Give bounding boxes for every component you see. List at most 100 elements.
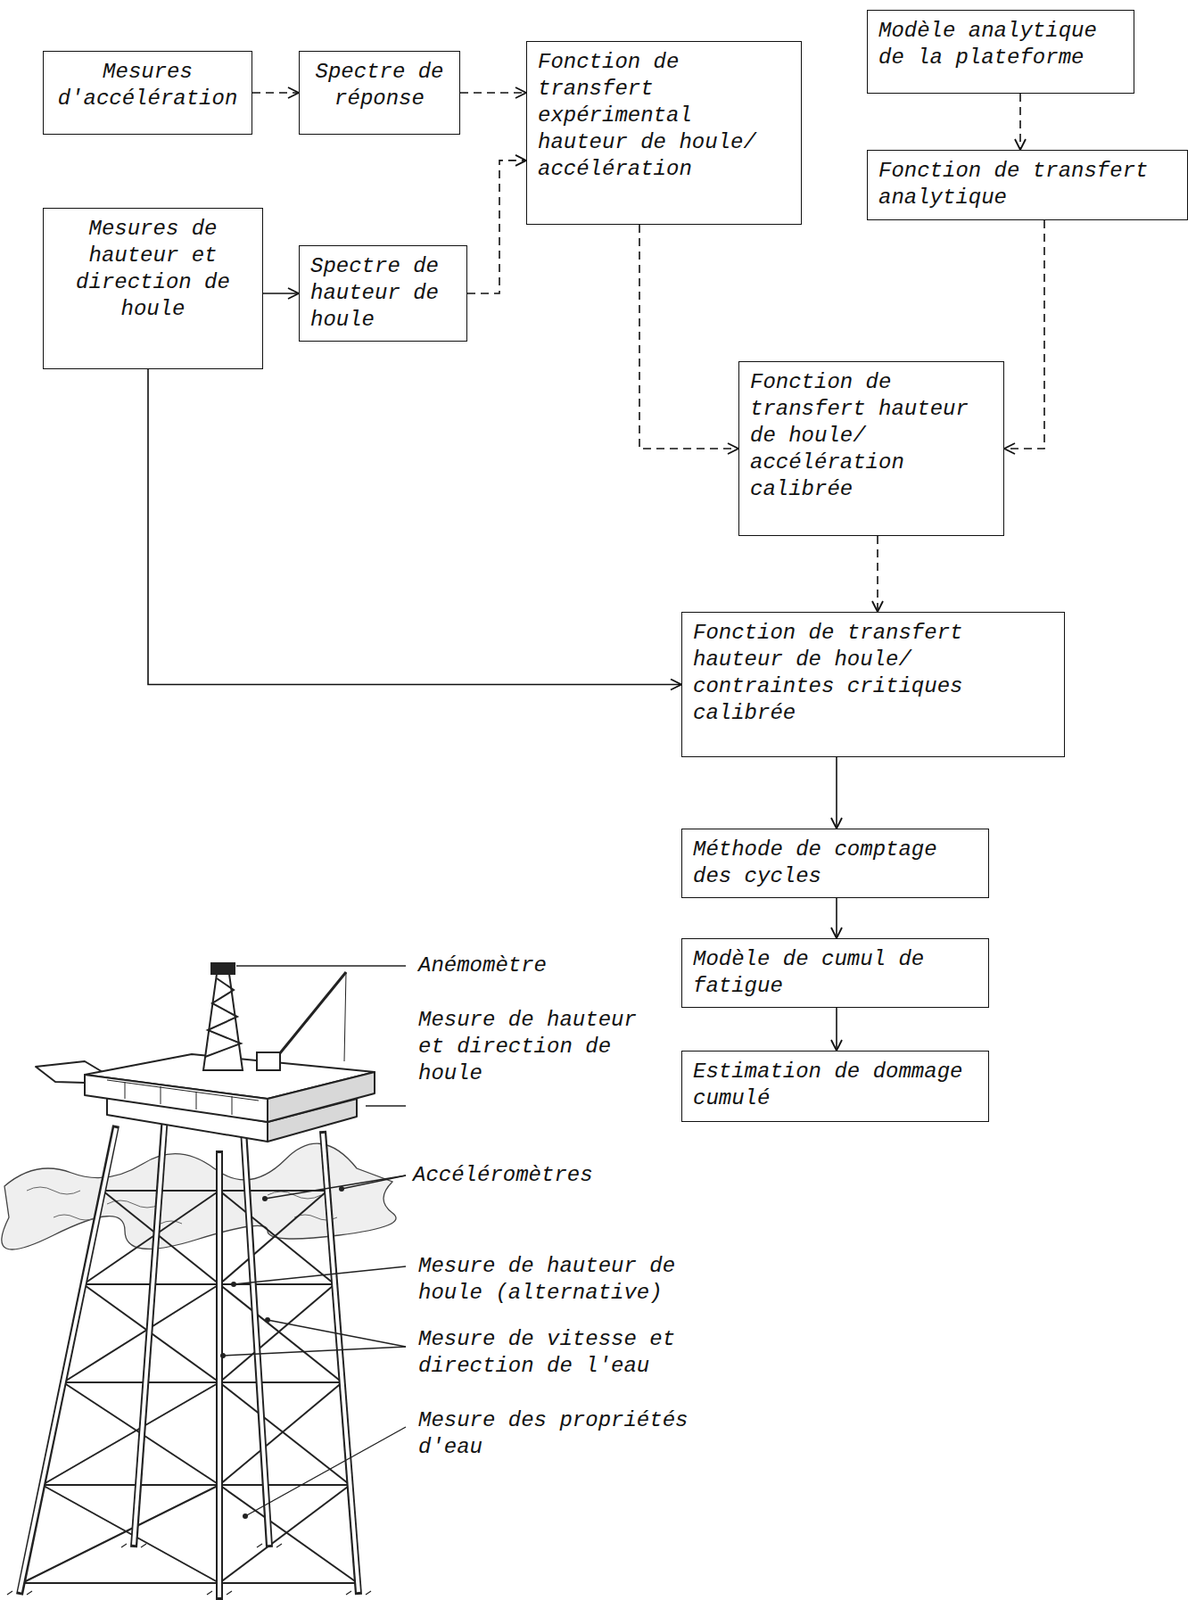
flow-arrow: [639, 224, 739, 449]
flow-arrow: [148, 369, 682, 685]
process-box: Méthode de comptage des cycles: [681, 828, 990, 899]
jacket-structure-part: [22, 1582, 220, 1584]
box-text: Mesures d'accélération: [54, 58, 241, 113]
box-text: Spectre de hauteur de houle: [310, 253, 456, 334]
leader-lines-part: [264, 1175, 406, 1199]
callout-label: Mesure de hauteur et direction de houle: [418, 1006, 652, 1088]
process-box: Spectre de hauteur de houle: [298, 245, 468, 342]
jacket-structure-part: [133, 1114, 165, 1548]
jacket-structure-part: [242, 1117, 270, 1545]
box-text: Mesures de hauteur et direction de houle: [54, 215, 252, 323]
sea-surface-part: [26, 1187, 338, 1224]
box-text: Fonction de transfert hauteur de houle/ …: [750, 369, 993, 504]
leader-lines-part: [222, 1346, 406, 1356]
deck-part: [84, 1074, 268, 1122]
process-box: Fonction de transfert hauteur de houle/ …: [681, 611, 1065, 758]
deck-part: [267, 1072, 375, 1122]
callout-label: Mesure de vitesse et direction de l'eau: [418, 1326, 695, 1380]
jacket-structure-part: [19, 1128, 116, 1592]
jacket-structure-part: [322, 1133, 359, 1592]
flow-arrow: [460, 91, 527, 94]
jacket-structure-part: [19, 1125, 116, 1595]
jacket-structure-part: [41, 1484, 220, 1584]
jacket-structure-part: [63, 1381, 220, 1384]
jacket-structure: [7, 1114, 372, 1600]
leader-lines-part: [233, 1266, 406, 1285]
jacket-structure-part: [215, 1150, 223, 1600]
leader-lines-part: [236, 964, 406, 966]
sensor-dots-part: [338, 1186, 345, 1192]
leader-lines-part: [365, 1105, 406, 1106]
callout-label: Accéléromètres: [412, 1162, 627, 1189]
flow-arrow: [263, 292, 299, 295]
process-box: Fonction de transfert expérimental haute…: [526, 41, 802, 225]
jacket-structure-part: [219, 1484, 351, 1486]
sensor-dots: [220, 1186, 345, 1519]
jacket-structure-part: [219, 1382, 343, 1485]
jacket-structure-part: [256, 1543, 282, 1548]
jacket-structure-part: [242, 1114, 270, 1548]
process-box: Estimation de dommage cumulé: [681, 1050, 990, 1122]
jacket-structure-part: [206, 1591, 232, 1595]
crane-part: [256, 1052, 281, 1071]
derrick-part: [211, 963, 235, 974]
callout-label: Anémomètre: [418, 952, 597, 980]
jacket-structure-part: [219, 1382, 351, 1485]
jacket-structure-part: [219, 1484, 358, 1584]
crane-part: [344, 972, 347, 1062]
derrick-part: [205, 978, 241, 1057]
box-text: Modèle analytique de la plateforme: [878, 17, 1123, 72]
jacket-structure-part: [219, 1484, 351, 1584]
jacket-structure-part: [219, 1582, 358, 1584]
box-text: Fonction de transfert analytique: [878, 157, 1177, 212]
crane: [256, 972, 347, 1071]
box-text: Fonction de transfert hauteur de houle/ …: [692, 619, 1054, 727]
jacket-structure-part: [7, 1591, 33, 1595]
jacket-structure-part: [217, 1153, 222, 1598]
leader-lines: [222, 965, 406, 1517]
jacket-structure-part: [219, 1284, 335, 1383]
flow-arrow: [835, 898, 838, 939]
jacket-structure-part: [219, 1190, 335, 1285]
jacket-structure-part: [346, 1591, 372, 1595]
process-box: Fonction de transfert hauteur de houle/ …: [738, 361, 1005, 537]
process-box: Mesures d'accélération: [42, 50, 253, 135]
jacket-structure-part: [121, 1543, 147, 1548]
jacket-structure-part: [22, 1484, 220, 1584]
jacket-structure-part: [219, 1284, 343, 1383]
process-box: Modèle de cumul de fatigue: [681, 938, 990, 1008]
jacket-structure-part: [133, 1117, 165, 1545]
leader-lines-part: [267, 1319, 406, 1347]
flow-arrow: [835, 1007, 838, 1051]
process-box: Spectre de réponse: [298, 50, 461, 135]
callout-label: Mesure de hauteur de houle (alternative): [418, 1253, 713, 1307]
sensor-dots-part: [230, 1281, 237, 1287]
flow-arrow: [835, 757, 838, 829]
process-box: Modèle analytique de la plateforme: [866, 9, 1135, 94]
flow-arrow: [1004, 220, 1045, 449]
jacket-structure-part: [219, 1381, 343, 1384]
jacket-structure-part: [63, 1284, 220, 1383]
flow-arrow: [467, 160, 527, 294]
sensor-dots-part: [262, 1195, 268, 1202]
derrick: [203, 963, 243, 1071]
jacket-structure-part: [41, 1484, 220, 1486]
sensor-dots-part: [220, 1352, 226, 1359]
box-text: Fonction de transfert expérimental haute…: [537, 49, 791, 183]
sensor-dots-part: [264, 1317, 271, 1323]
jacket-structure-part: [322, 1130, 359, 1595]
process-box: Fonction de transfert analytique: [866, 149, 1188, 221]
sea-surface-part: [1, 1143, 396, 1250]
box-text: Estimation de dommage cumulé: [692, 1058, 978, 1113]
sensor-dots-part: [242, 1513, 248, 1519]
process-box: Mesures de hauteur et direction de houle: [42, 207, 264, 370]
deck-part: [107, 1080, 259, 1115]
box-text: Méthode de comptage des cycles: [692, 836, 978, 891]
box-text: Modèle de cumul de fatigue: [692, 946, 978, 1000]
box-text: Spectre de réponse: [310, 58, 449, 113]
callout-label: Mesure des propriétés d'eau: [418, 1407, 695, 1461]
leader-lines-part: [245, 1426, 406, 1517]
flow-arrow: [1019, 93, 1022, 150]
jacket-structure-part: [41, 1382, 220, 1485]
